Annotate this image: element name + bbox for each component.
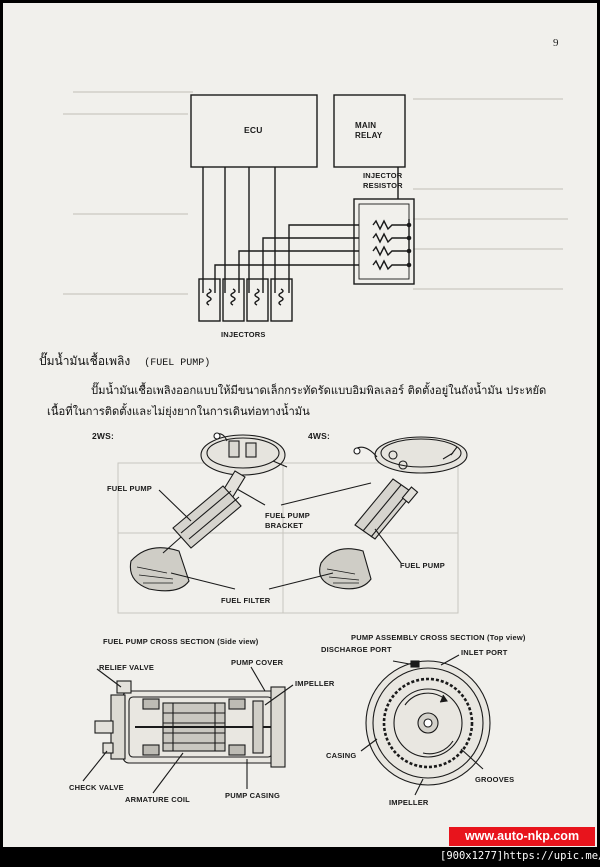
fuel-pump-heading: ปั๊มน้ำมันเชื้อเพลิง (FUEL PUMP) <box>39 352 210 371</box>
pump-assembly-top-cross-section <box>360 654 491 796</box>
injector-resistor-label-line2: RESISTOR <box>363 181 403 190</box>
armature-coil-label: ARMATURE COIL <box>125 795 190 804</box>
fuel-pump-bracket-label-line1: FUEL PUMP <box>265 511 310 520</box>
pump-4ws-assembly <box>319 436 468 590</box>
pump-casing-label: PUMP CASING <box>225 791 280 800</box>
label-2ws: 2WS: <box>92 431 115 441</box>
ecu-label: ECU <box>244 125 263 135</box>
check-valve-label: CHECK VALVE <box>69 783 124 792</box>
image-info-text: [900x1277]https://upic.me/ <box>440 850 600 862</box>
ecu-box <box>190 94 318 168</box>
top-view-title: PUMP ASSEMBLY CROSS SECTION (Top view) <box>351 633 526 642</box>
image-info-bar: [900x1277]https://upic.me/ <box>0 847 600 867</box>
pump-cover-label: PUMP COVER <box>231 658 284 667</box>
grooves-label: GROOVES <box>475 775 515 784</box>
discharge-port-label: DISCHARGE PORT <box>321 645 392 654</box>
fuel-pump-installation-diagram <box>117 432 468 614</box>
inlet-port-label: INLET PORT <box>461 648 508 657</box>
fuel-pump-bracket-label-line2: BRACKET <box>265 521 304 530</box>
side-view-title: FUEL PUMP CROSS SECTION (Side view) <box>103 637 259 646</box>
injector-resistor-label-line1: INJECTOR <box>363 171 403 180</box>
page-number: 9 <box>553 37 559 49</box>
relief-valve-label: RELIEF VALVE <box>99 663 155 672</box>
fuel-pump-heading-thai: ปั๊มน้ำมันเชื้อเพลิง <box>39 354 131 368</box>
ecu-injector-wiring-diagram <box>190 94 415 322</box>
main-relay-label-line2: RELAY <box>355 131 383 140</box>
fuel-pump-description: ปั๊มน้ำมันเชื้อเพลิงออกแบบให้มีขนาดเล็กก… <box>47 384 547 418</box>
casing-label: CASING <box>326 751 357 760</box>
manual-page: 9 <box>3 3 597 847</box>
main-relay-box <box>333 94 406 168</box>
main-relay-label-line1: MAIN <box>355 121 377 130</box>
fuel-pump-right-label: FUEL PUMP <box>400 561 445 570</box>
impeller-top-label: IMPELLER <box>389 798 429 807</box>
impeller-side-label: IMPELLER <box>295 679 335 688</box>
fuel-pump-left-label: FUEL PUMP <box>107 484 152 493</box>
injectors-label: INJECTORS <box>221 330 266 339</box>
pump-2ws-assembly <box>129 432 288 592</box>
injector-resistor-box <box>353 198 415 285</box>
label-4ws: 4WS: <box>308 431 331 441</box>
fuel-pump-side-cross-section <box>82 666 294 794</box>
fuel-filter-label: FUEL FILTER <box>221 596 271 605</box>
site-watermark: www.auto-nkp.com <box>449 827 595 846</box>
fuel-pump-heading-en: (FUEL PUMP) <box>144 358 211 369</box>
